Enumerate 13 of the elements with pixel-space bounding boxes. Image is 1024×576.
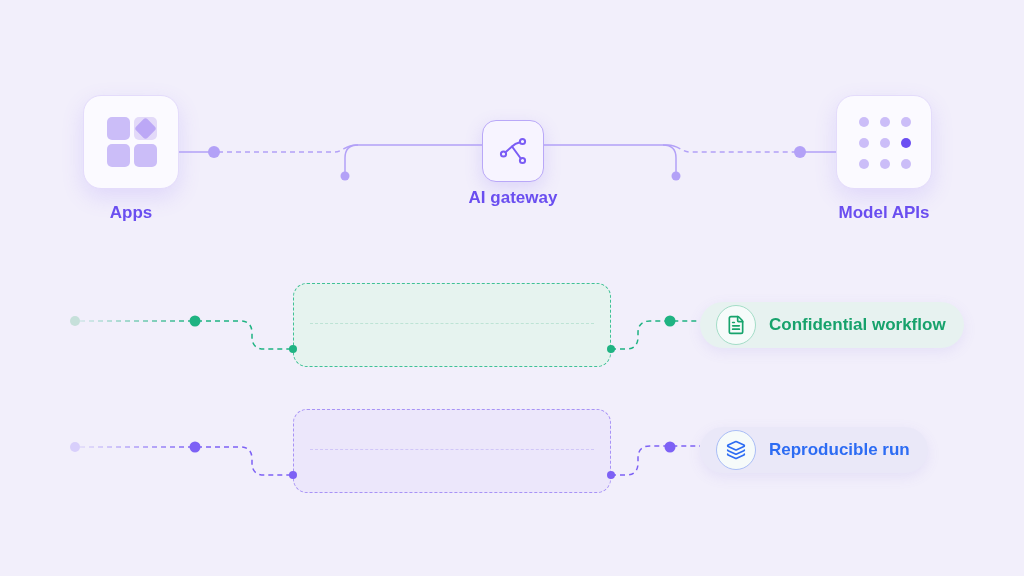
connector-line [79,315,297,353]
pill-label: Reproducible run [769,439,910,462]
connector-line [543,144,837,158]
node-label: AI gateway [468,187,558,209]
connector-line [178,144,483,158]
connector-line [79,441,297,479]
pill-label: Confidential workflow [769,314,946,337]
dashed-container [293,409,611,493]
tag-pill [700,302,964,348]
dashed-container [293,283,611,367]
connector-line [607,441,701,479]
node-label: Apps [109,202,153,224]
node-label: Model APIs [838,202,930,224]
